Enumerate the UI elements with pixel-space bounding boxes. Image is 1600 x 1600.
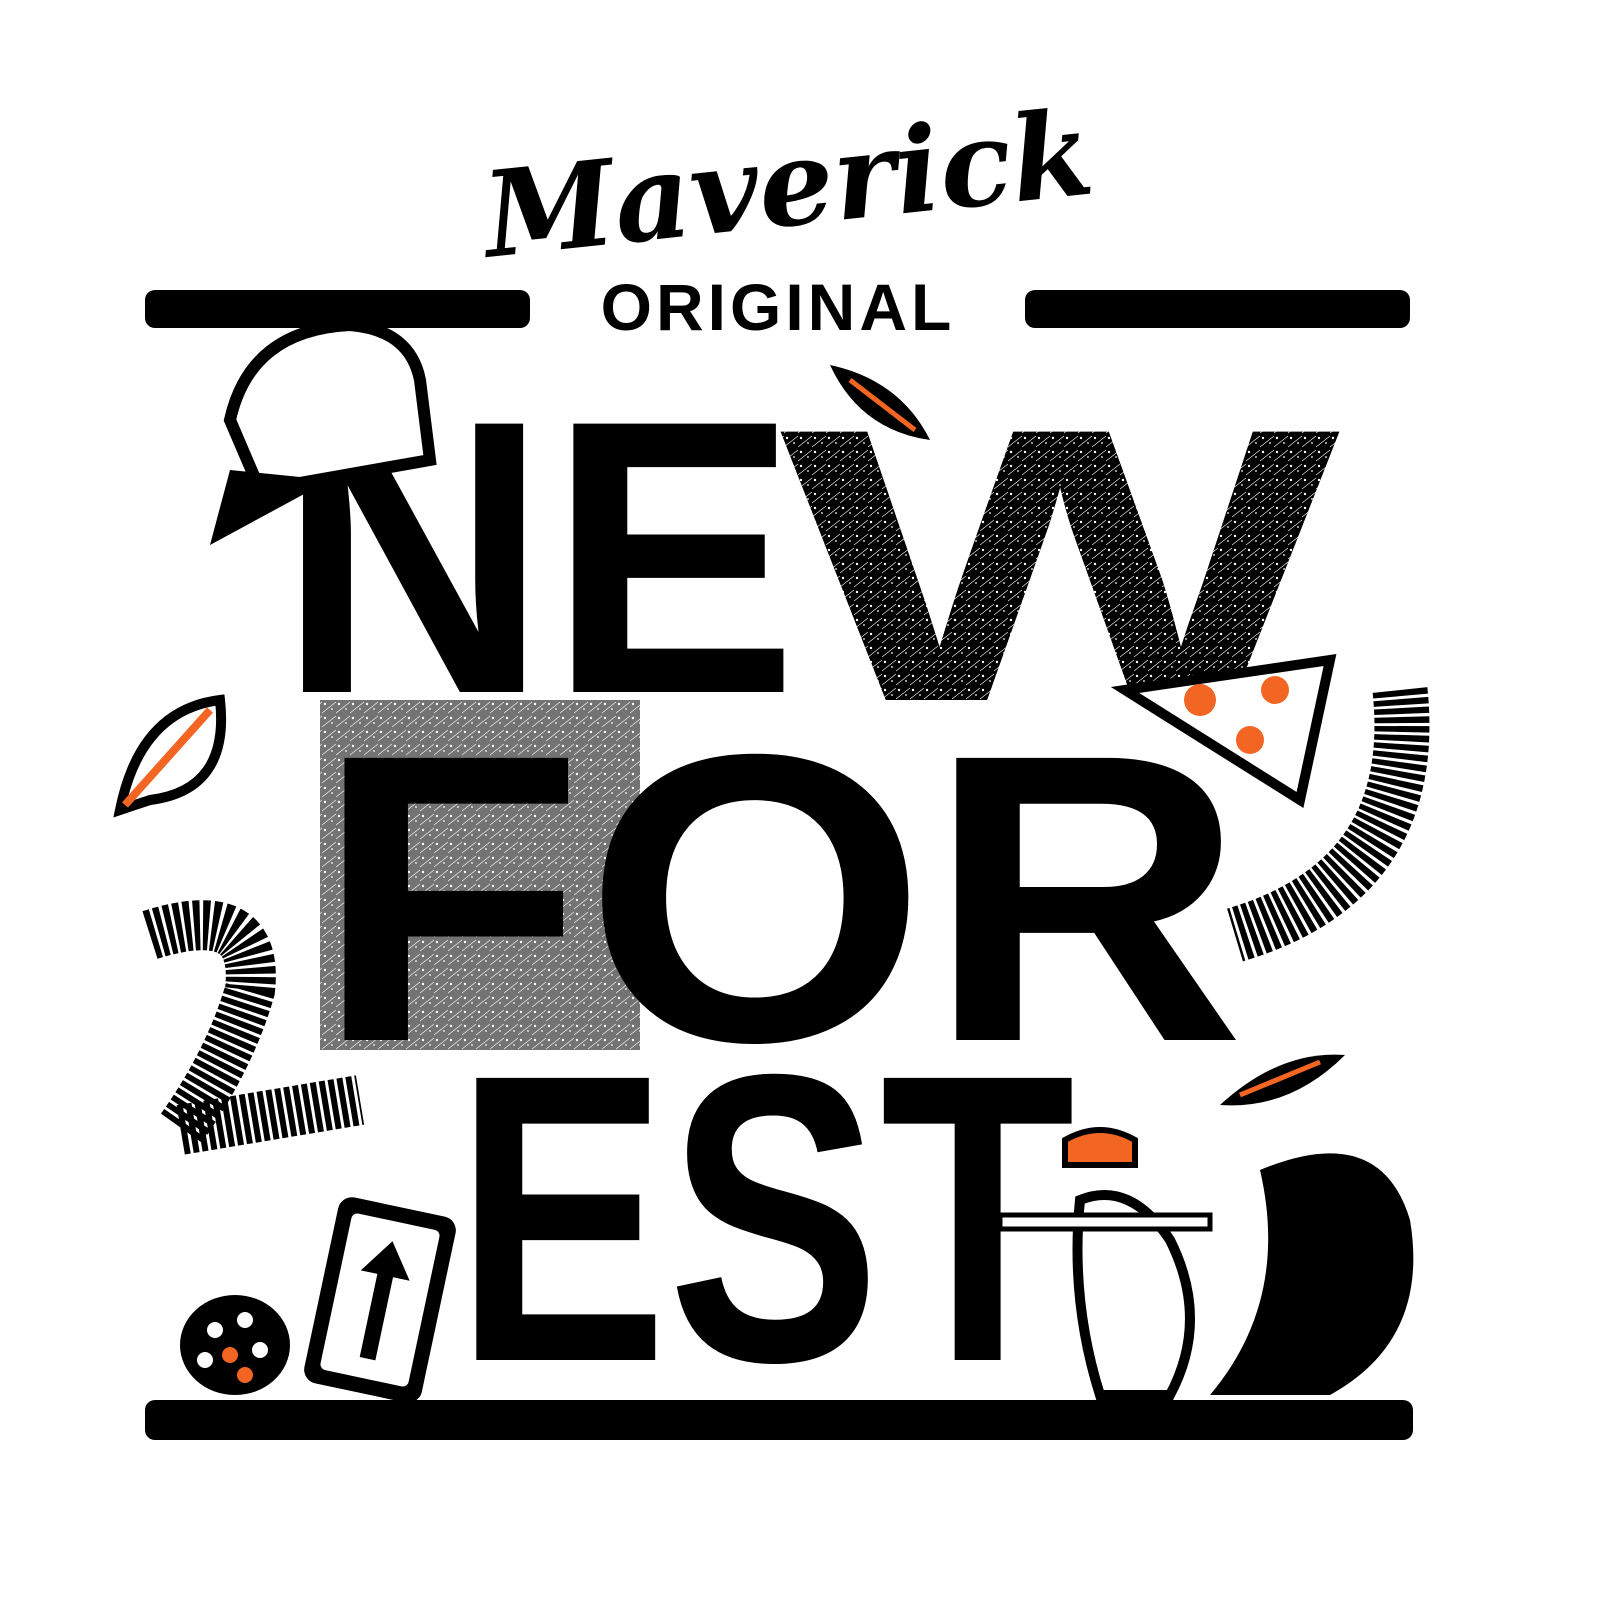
leaf-vein (1239, 1059, 1321, 1098)
pizza-slice-icon (1110, 654, 1337, 809)
bottom-bar (145, 1400, 1413, 1440)
brand-wordmark: Maverick (473, 83, 1099, 286)
top-left-bar (145, 290, 530, 328)
title-line-est: EST (455, 989, 1075, 1447)
pine-cone-icon (180, 1295, 290, 1395)
swoosh-decoration (124, 900, 365, 1165)
cap-icon (210, 318, 437, 545)
title-line-for: FOR (315, 669, 1245, 1127)
swoosh-decoration (1226, 687, 1430, 962)
top-right-bar (1025, 290, 1410, 328)
leaf-vein (848, 378, 917, 432)
one-way-sign-icon (304, 1197, 456, 1403)
subtitle-original: ORIGINAL (601, 270, 956, 344)
squirrel-icon (997, 1127, 1414, 1400)
for-texture (320, 700, 640, 1050)
leaf-icon (113, 694, 227, 818)
